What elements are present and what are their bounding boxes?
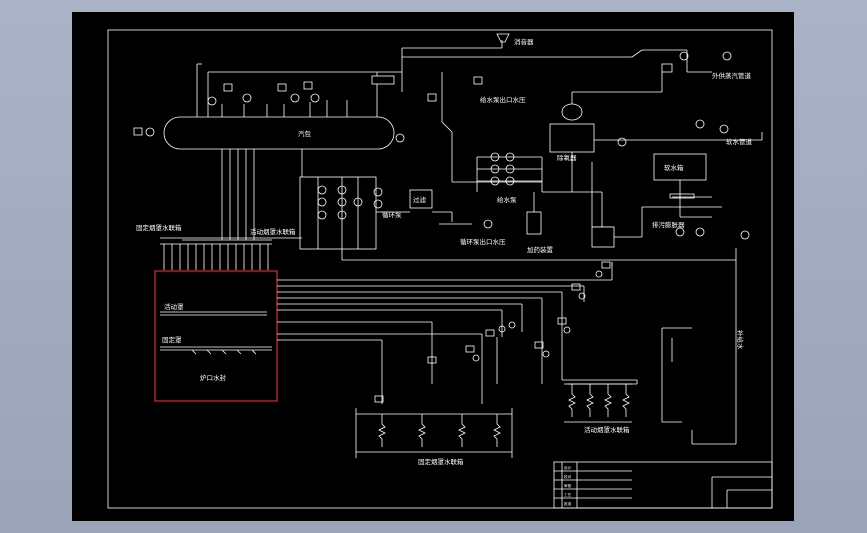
fixed-hood-header-label: 固定烟罩水联箱 [136, 223, 182, 232]
fixed-header-lower-label: 固定烟罩水联箱 [418, 457, 464, 466]
hood-coils [160, 311, 272, 355]
drum-top-piping [196, 40, 712, 117]
fixed-header-lower [355, 408, 513, 458]
steam-valve-station [371, 75, 395, 85]
pressure-gauge-icon [290, 93, 300, 103]
steam-out-label: 外供蒸汽管道 [712, 71, 752, 80]
moving-header-lower-label: 活动烟罩水联箱 [584, 425, 630, 434]
soft-water-in-label: 软水管道 [726, 137, 753, 146]
valve-tags [374, 261, 611, 403]
pressure-gauge-icon [695, 119, 705, 129]
pressure-gauge-icon [395, 133, 405, 143]
header-combs [160, 243, 272, 270]
softener-label: 排污膨胀器 [652, 220, 685, 229]
moving-header-springs [564, 384, 632, 423]
deaerator-label: 除氧器 [557, 153, 577, 162]
filter-box [409, 189, 433, 209]
steam-drum [163, 116, 395, 150]
transmitter-icon [303, 81, 313, 90]
title-row-2: 审核 [564, 483, 572, 488]
circ-pump-label: 循环泵 [382, 210, 402, 219]
feed-pump-label: 给水泵 [497, 195, 517, 204]
fixed-hood-label: 固定罩 [162, 335, 182, 344]
pressure-gauge-icon [207, 96, 217, 106]
title-block: 设计 校对 审核 工艺 批准 [553, 461, 773, 509]
title-row-4: 批准 [564, 501, 572, 506]
moving-hood-label: 活动罩 [164, 302, 184, 311]
pressure-gauge-icon [719, 124, 729, 134]
furnace-water-label: 炉口水封 [200, 373, 227, 382]
dosing-label: 加药装置 [527, 245, 554, 254]
transmitter-icon [473, 76, 483, 85]
circulation-pump-group [299, 176, 750, 261]
pressure-gauge-icon [310, 93, 320, 103]
furnace-hood-box [154, 270, 278, 402]
drawing-frame [107, 29, 773, 509]
side-label: 补给水 [736, 330, 745, 350]
moving-hood-header-label: 活动烟罩水联箱 [250, 227, 296, 236]
filter-label: 过滤 [413, 195, 427, 204]
transmitter-icon [427, 93, 437, 102]
transmitter-icon [223, 83, 233, 92]
soft-water-tank-label: 软水箱 [664, 163, 684, 172]
drawing-sheet: 汽包 消音器 [72, 12, 794, 521]
silencer-label: 消音器 [514, 37, 534, 46]
feed-pressure-label: 给水泵出口水压 [480, 95, 526, 104]
distribution-lines [277, 260, 737, 445]
pressure-gauge-icon [145, 127, 155, 137]
steam-drum-label: 汽包 [298, 129, 312, 138]
transmitter-icon [277, 83, 287, 92]
deaerator-group [542, 51, 763, 232]
process-flow-diagram: 汽包 消音器 [107, 29, 773, 509]
title-row-1: 校对 [564, 474, 572, 479]
deaerator [549, 123, 595, 153]
silencer-icon [496, 33, 510, 43]
pressure-gauge-icon [242, 93, 252, 103]
circ-pressure-label: 循环泵出口水压 [460, 237, 506, 246]
pressure-gauge-icon [617, 137, 627, 147]
transmitter-icon [133, 127, 143, 136]
soft-water-piping [591, 162, 722, 248]
downcomers [160, 149, 303, 241]
pressure-gauge-icon [722, 51, 732, 61]
title-row-0: 设计 [564, 465, 572, 470]
pressure-gauge-icon [679, 51, 689, 61]
drum-instruments [133, 76, 483, 143]
feed-pump-group [441, 72, 543, 235]
title-row-3: 工艺 [564, 492, 572, 497]
